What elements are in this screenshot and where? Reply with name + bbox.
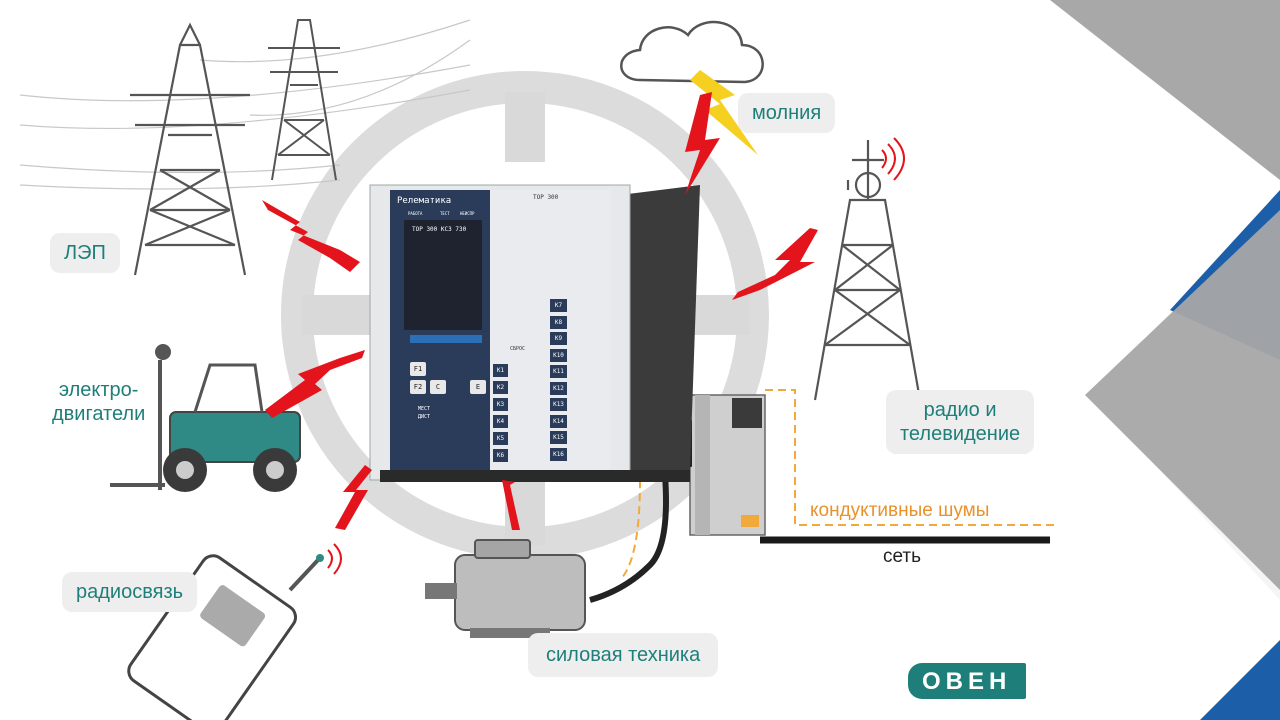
bolt-from-motors	[265, 350, 365, 418]
relay-label-12: К12	[550, 381, 567, 395]
decor-grey-top	[1050, 0, 1280, 180]
bolt-from-radio	[335, 465, 372, 530]
bolt-from-power-lines	[262, 200, 360, 272]
relay-label-3: К3	[493, 398, 508, 411]
power-line-wires	[19, 19, 471, 190]
relay-label-16: К16	[550, 447, 567, 461]
relay-label-15: К15	[550, 431, 567, 444]
radio-tower-icon	[813, 137, 922, 401]
interference-bolts	[262, 92, 818, 530]
relay-label-10: К10	[550, 348, 567, 362]
motor-icon	[425, 539, 586, 638]
bolt-from-lightning	[685, 92, 720, 195]
relay-label-8: К8	[550, 315, 567, 329]
device-status-work: РАБОТА	[408, 211, 423, 216]
label-radio-comm: радиосвязь	[62, 572, 198, 612]
label-radio-tv: радио и телевидение	[886, 390, 1035, 454]
device-status-fault: НЕИСПР	[460, 211, 475, 216]
relay-label-13: К13	[550, 398, 567, 411]
device-reset-label: СБРОС	[510, 346, 526, 352]
decor-blue-bottom	[1200, 640, 1280, 720]
relay-label-1: К1	[493, 364, 508, 377]
device-panel-title: ТОР 300	[533, 194, 559, 201]
label-power-equipment: силовая техника	[528, 633, 719, 677]
device-key-f2: F2	[410, 380, 426, 394]
device-brand: Релематика	[397, 196, 452, 206]
device-screen-title: ТОР 300 КСЗ 730	[412, 226, 467, 233]
lightning-icon	[690, 70, 758, 155]
frequency-converter-icon	[689, 394, 766, 536]
device-status-test: ТЕСТ	[440, 211, 450, 216]
forklift-icon	[110, 344, 301, 492]
relay-label-6: К6	[493, 449, 508, 462]
bolt-from-motor	[502, 480, 520, 530]
device-key-e: E	[470, 380, 486, 394]
relay-label-4: К4	[493, 415, 508, 428]
bolt-from-radio-tower	[732, 228, 818, 300]
oven-logo: ОВЕН	[908, 663, 1026, 699]
label-lightning: молния	[738, 93, 836, 133]
relay-label-5: К5	[493, 432, 508, 445]
relay-label-2: К2	[493, 381, 508, 394]
oven-logo-text: ОВЕН	[922, 668, 1012, 695]
relay-label-11: К11	[550, 365, 567, 378]
device-switch-remote: ДИСТ	[418, 414, 431, 420]
decor-grey-mid	[1085, 210, 1280, 590]
cloud-icon	[620, 20, 764, 84]
relay-label-14: К14	[550, 414, 567, 428]
label-conducted-noise: кондуктивные шумы	[810, 500, 990, 521]
power-tower-icon	[130, 22, 250, 276]
device-switch-local: МЕСТ	[418, 406, 431, 412]
power-tower-icon	[268, 19, 340, 181]
device-key-c: C	[430, 380, 446, 394]
label-power-lines: ЛЭП	[50, 233, 120, 273]
device-key-f1: F1	[410, 362, 426, 376]
label-motors: электро- двигатели	[52, 379, 146, 425]
relay-label-7: К7	[550, 299, 567, 312]
walkie-talkie-icon	[127, 543, 342, 720]
relay-protection-device	[369, 184, 700, 482]
label-network: сеть	[883, 546, 922, 567]
relay-label-9: К9	[550, 332, 567, 345]
